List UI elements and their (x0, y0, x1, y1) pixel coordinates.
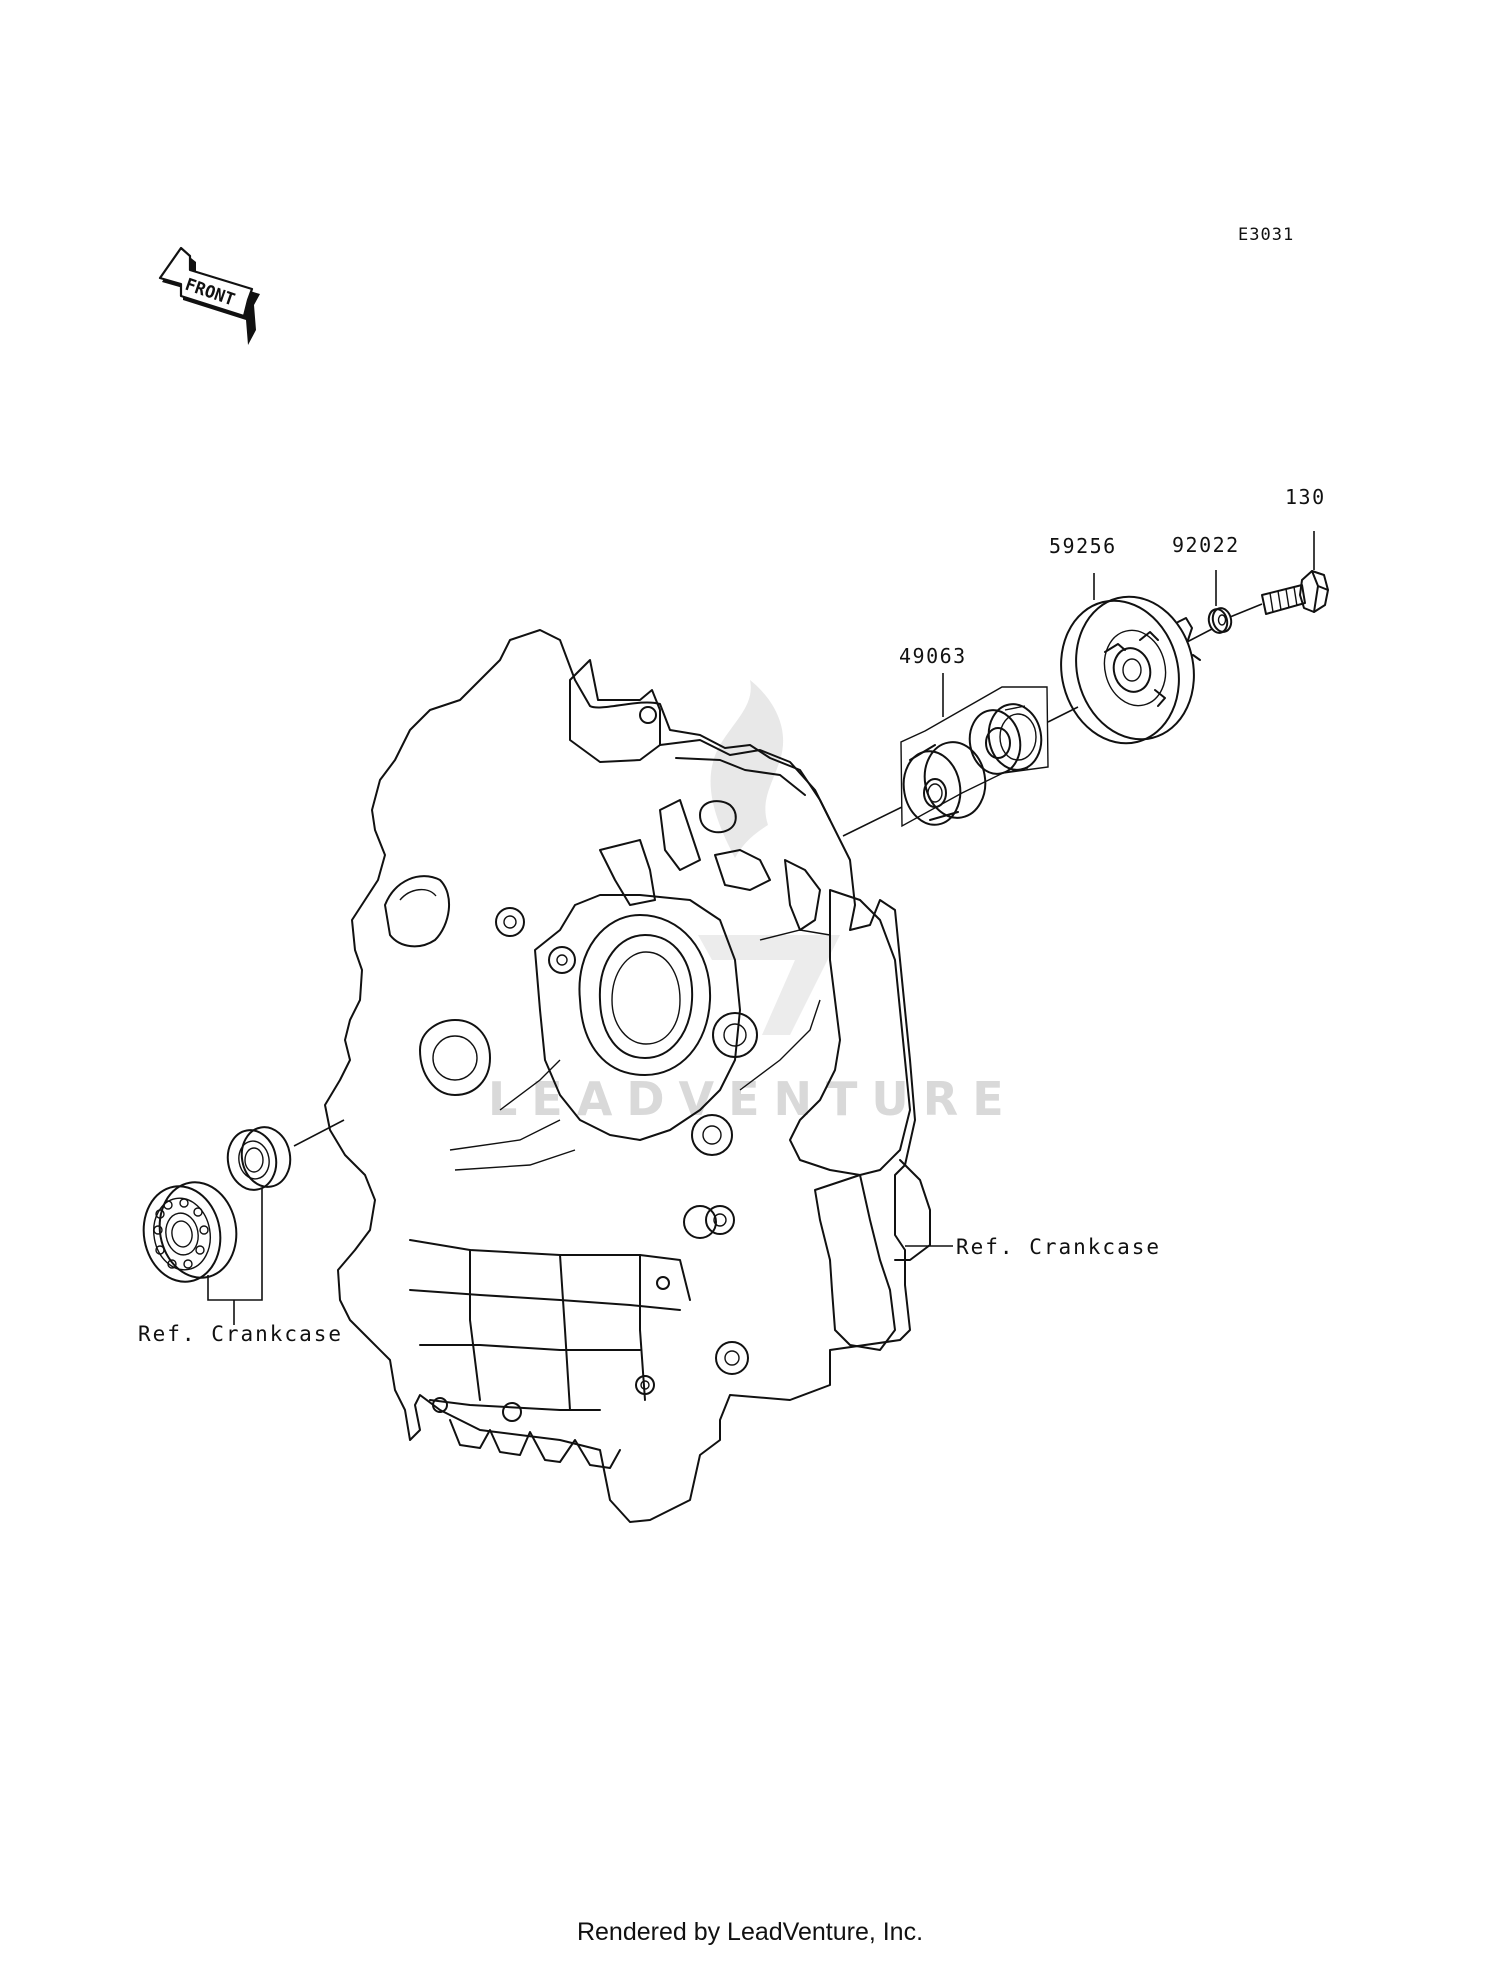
part-49063-drawing (900, 686, 1049, 828)
part-130-drawing (1261, 570, 1329, 615)
leadventure-logo-icon (698, 680, 840, 1035)
watermark-text: LEADVENTURE (488, 1072, 1018, 1126)
leader-lines (207, 531, 1315, 1325)
footer-credit: Rendered by LeadVenture, Inc. (576, 1918, 924, 1946)
callout-49063[interactable]: 49063 (899, 644, 967, 668)
ref-crankcase-left-bearings-drawing (142, 1126, 292, 1283)
callout-59256[interactable]: 59256 (1049, 534, 1117, 558)
callout-130[interactable]: 130 (1285, 485, 1326, 509)
part-92022-drawing (1207, 607, 1233, 634)
part-59256-drawing (1060, 595, 1201, 745)
callout-92022[interactable]: 92022 (1172, 533, 1240, 557)
crankcase-drawing (324, 629, 931, 1523)
diagram-code: E3031 (1238, 225, 1294, 245)
callout-ref-crankcase-left[interactable]: Ref. Crankcase (138, 1322, 343, 1346)
front-arrow-icon: FRONT (158, 246, 260, 345)
callout-ref-crankcase-right[interactable]: Ref. Crankcase (956, 1235, 1161, 1259)
